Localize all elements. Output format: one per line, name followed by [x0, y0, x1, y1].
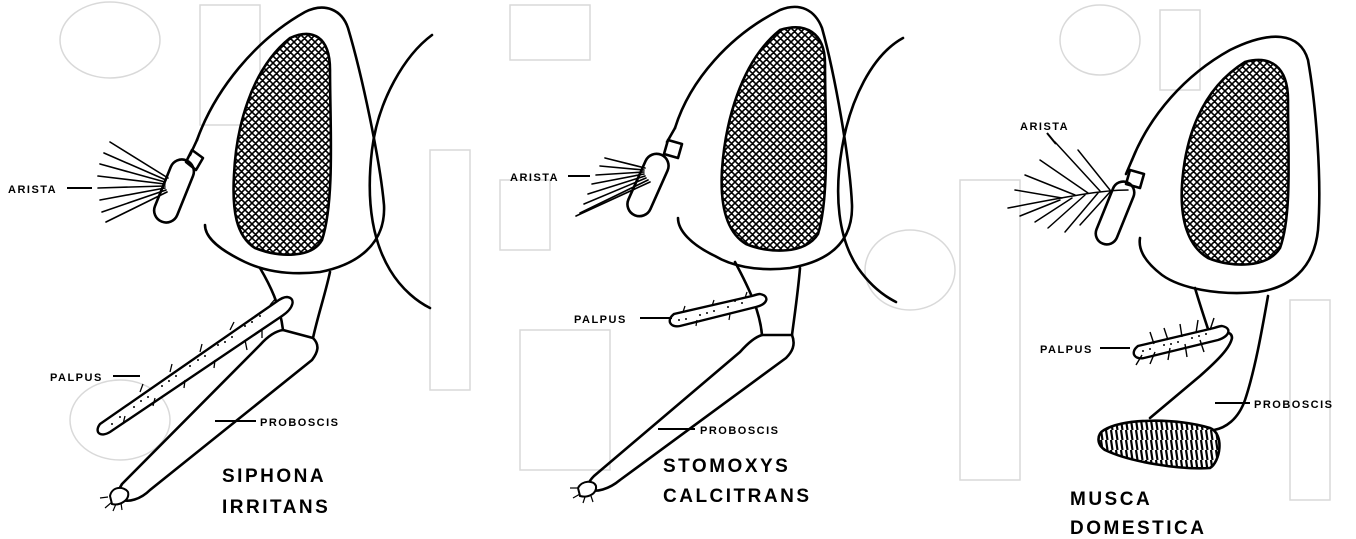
- labella: [578, 482, 596, 497]
- panel-stomoxys-calcitrans: ARISTA PALPUS PROBOSCIS STOMOXYS CALCITR…: [510, 7, 903, 507]
- compound-eye: [722, 27, 826, 250]
- species-name-line2: DOMESTICA: [1070, 518, 1207, 539]
- palpus-label: PALPUS: [574, 314, 627, 326]
- species-name-line2: CALCITRANS: [663, 486, 812, 507]
- arista-leader: [1047, 133, 1056, 144]
- species-name-line1: STOMOXYS: [663, 456, 790, 477]
- panel-musca-domestica: ARISTA PALPUS PROBOSCIS MUSCA DOMESTICA: [1008, 37, 1334, 539]
- species-name-line2: IRRITANS: [222, 497, 330, 518]
- labella: [1099, 421, 1220, 469]
- palpus: [98, 297, 293, 434]
- arista-bristles: [98, 142, 168, 222]
- species-name-line1: SIPHONA: [222, 466, 326, 487]
- proboscis-label: PROBOSCIS: [1254, 399, 1334, 411]
- proboscis-label: PROBOSCIS: [700, 425, 780, 437]
- arista-label: ARISTA: [510, 172, 559, 184]
- antenna: [1092, 170, 1144, 248]
- arista-label: ARISTA: [1020, 121, 1069, 133]
- arista-bristles: [1008, 142, 1128, 232]
- palpus-label: PALPUS: [50, 372, 103, 384]
- arista-label: ARISTA: [8, 184, 57, 196]
- compound-eye: [234, 34, 331, 255]
- neck: [260, 268, 330, 338]
- antenna: [151, 150, 203, 226]
- species-name-line1: MUSCA: [1070, 489, 1152, 510]
- proboscis-label: PROBOSCIS: [260, 417, 340, 429]
- arista-bristles: [576, 158, 650, 216]
- palpus-label: PALPUS: [1040, 344, 1093, 356]
- panel-siphona-irritans: ARISTA PALPUS PROBOSCIS SIPHONA IRRITANS: [8, 8, 432, 518]
